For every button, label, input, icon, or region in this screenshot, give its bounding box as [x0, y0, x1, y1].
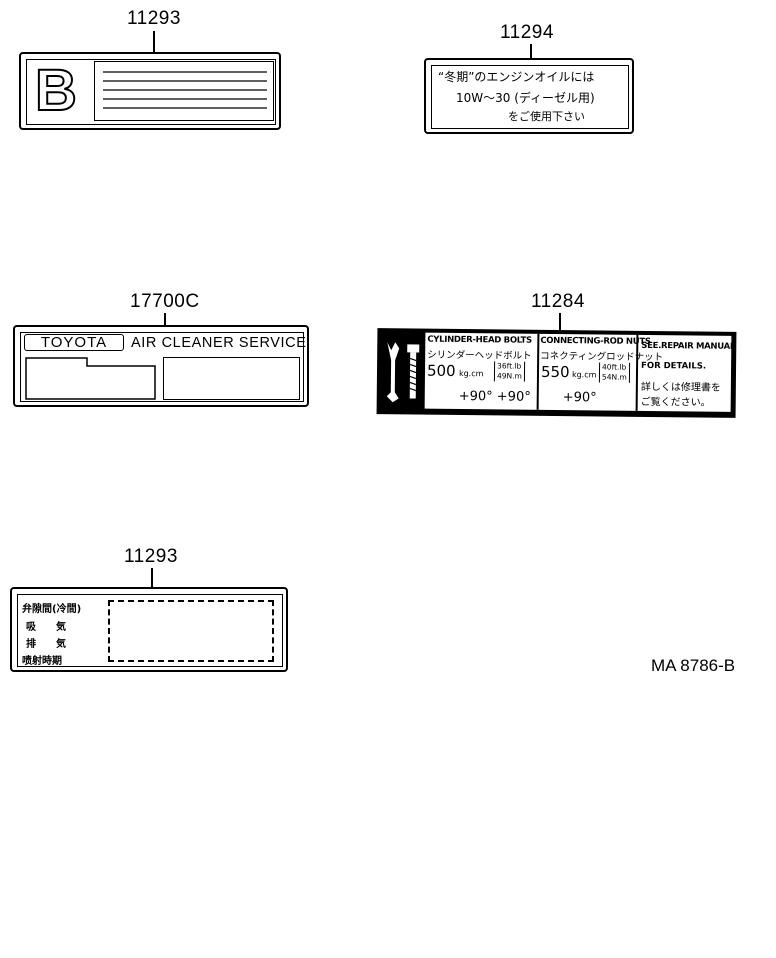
- conrod-angle: +90°: [562, 390, 597, 406]
- lined-panel: [94, 61, 274, 121]
- cylinder-head-nm: 49N.m: [496, 371, 522, 381]
- label-11294-plate: “冬期”のエンジンオイルには 10W～30 (ディーゼル用) をご使用下さい: [424, 58, 634, 134]
- oil-line-1: “冬期”のエンジンオイルには: [438, 70, 595, 84]
- leader-line: [164, 313, 166, 327]
- see-manual-jp-2: ご覧ください。: [640, 396, 711, 409]
- label-inner-border: [431, 65, 629, 129]
- cylinder-head-angles: +90° +90°: [458, 388, 531, 405]
- part-number-11293-a: 11293: [127, 8, 181, 29]
- label-inner-border: [20, 332, 304, 402]
- mileage-blank-box: [163, 357, 300, 400]
- oil-line-3: をご使用下さい: [508, 110, 585, 123]
- label-11293-b-plate: B: [19, 52, 281, 130]
- cylinder-head-torque: 500: [426, 361, 456, 380]
- injection-timing-label: 喷射時期: [22, 656, 62, 667]
- letter-b-outline: B: [34, 58, 78, 123]
- cylinder-head-jp: シリンダーヘッドボルト: [427, 349, 532, 362]
- toyota-logo-box: TOYOTA: [24, 334, 124, 351]
- leader-line: [559, 313, 561, 331]
- column-divider: [536, 333, 539, 410]
- label-inner-border: [26, 59, 276, 125]
- intake-label: 吸 気: [26, 622, 66, 633]
- label-inner-border: [17, 594, 283, 667]
- cylinder-head-unit: kg.cm: [458, 368, 484, 379]
- leader-line: [530, 44, 532, 59]
- conrod-unit: kg.cm: [571, 370, 597, 380]
- conrod-title: CONNECTING-ROD NUTS: [540, 335, 651, 347]
- date-blank-outline: [25, 357, 156, 400]
- air-cleaner-title: AIR CLEANER SERVICE: [131, 335, 307, 351]
- label-17700c-plate: TOYOTA AIR CLEANER SERVICE: [13, 325, 309, 407]
- part-number-17700c: 17700C: [130, 291, 200, 312]
- cylinder-head-ft: 36ft.lb: [497, 361, 522, 371]
- value-blank-box: [108, 600, 274, 662]
- conrod-torque: 550: [540, 362, 570, 382]
- valve-clearance-title: 弁隙間(冷間): [22, 604, 82, 615]
- figure-reference: MA 8786-B: [651, 656, 736, 675]
- cylinder-head-conversions: 36ft.lb 49N.m: [493, 361, 525, 382]
- see-manual-line-1: SEE.REPAIR MANUAL: [641, 340, 736, 352]
- torque-panel: CYLINDER-HEAD BOLTS シリンダーヘッドボルト 500 kg.c…: [424, 332, 736, 412]
- label-11293-valve-plate: 弁隙間(冷間) 吸 気 排 気 喷射時期: [10, 587, 288, 672]
- part-number-11293-c: 11293: [124, 546, 178, 567]
- conrod-conversions: 40ft.lb 54N.m: [598, 362, 630, 383]
- see-manual-line-2: FOR DETAILS.: [641, 360, 707, 372]
- conrod-nm: 54N.m: [601, 372, 627, 382]
- leader-line: [151, 568, 153, 588]
- conrod-ft: 40ft.lb: [602, 362, 627, 372]
- panel-lines: [103, 71, 267, 109]
- see-manual-jp-1: 詳しくは修理書を: [640, 381, 721, 394]
- part-number-11284: 11284: [531, 291, 585, 312]
- label-11284-plate: CYLINDER-HEAD BOLTS シリンダーヘッドボルト 500 kg.c…: [376, 328, 737, 418]
- cylinder-head-title: CYLINDER-HEAD BOLTS: [427, 334, 532, 346]
- oil-line-2: 10W～30 (ディーゼル用): [456, 91, 595, 105]
- leader-line: [153, 31, 155, 53]
- exhaust-label: 排 気: [26, 639, 66, 650]
- part-number-11294: 11294: [500, 22, 554, 43]
- wrench-bolt-icon: [386, 342, 420, 403]
